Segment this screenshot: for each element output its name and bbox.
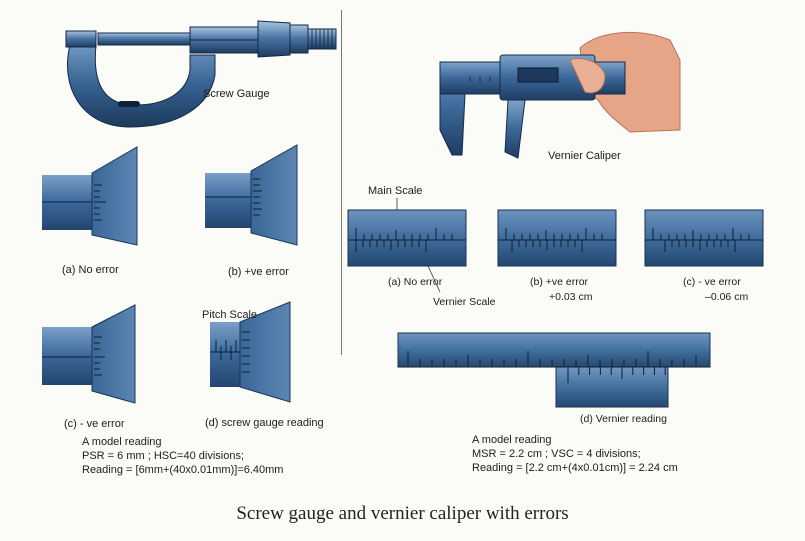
vernier-reading-line2: Reading = [2.2 cm+(4x0.01cm)] = 2.24 cm xyxy=(472,462,678,474)
vernier-panel-d-label: (d) Vernier reading xyxy=(580,413,667,425)
vernier-scale-label: Vernier Scale xyxy=(433,296,496,308)
screw-reading-line1: PSR = 6 mm ; HSC=40 divisions; xyxy=(82,450,245,462)
screw-gauge-model-reading: A model reading PSR = 6 mm ; HSC=40 divi… xyxy=(82,435,283,477)
vernier-panel-d xyxy=(397,332,711,408)
screw-gauge-illustration xyxy=(65,20,337,128)
hand-graphic xyxy=(579,31,681,133)
screw-panel-a-label: (a) No error xyxy=(62,264,119,276)
vernier-model-reading: A model reading MSR = 2.2 cm ; VSC = 4 d… xyxy=(472,433,678,475)
screw-reading-heading: A model reading xyxy=(82,436,162,448)
vernier-panel-a xyxy=(347,209,467,267)
vernier-panel-c xyxy=(644,209,764,267)
screw-gauge-title: Screw Gauge xyxy=(203,88,270,100)
screw-panel-c-label: (c) - ve error xyxy=(64,418,125,430)
vernier-panel-c-value: –0.06 cm xyxy=(705,291,749,303)
screw-panel-a xyxy=(42,146,138,246)
vernier-panel-b-label: (b) +ve error xyxy=(530,276,589,288)
screw-panel-b xyxy=(205,144,298,246)
vernier-panel-b xyxy=(497,209,617,267)
vernier-reading-line1: MSR = 2.2 cm ; VSC = 4 divisions; xyxy=(472,448,641,460)
vernier-reading-heading: A model reading xyxy=(472,434,552,446)
vernier-caliper-title: Vernier Caliper xyxy=(548,150,621,162)
screw-reading-line2: Reading = [6mm+(40x0.01mm)]=6.40mm xyxy=(82,464,284,476)
vernier-panel-b-value: +0.03 cm xyxy=(549,291,593,303)
vernier-caliper-illustration xyxy=(439,31,681,159)
screw-panel-d-label: (d) screw gauge reading xyxy=(205,417,324,429)
panel-divider xyxy=(341,10,342,355)
screw-panel-d xyxy=(210,301,291,403)
pitch-scale-label: Pitch Scale xyxy=(202,309,258,321)
vernier-panel-c-label: (c) - ve error xyxy=(683,276,741,288)
vernier-panel-a-label: (a) No error xyxy=(388,276,443,288)
figure-caption: Screw gauge and vernier caliper with err… xyxy=(236,503,569,524)
screw-panel-c xyxy=(42,304,136,404)
vernier-scale-pointer xyxy=(427,265,441,293)
main-scale-label: Main Scale xyxy=(368,185,423,197)
screw-panel-b-label: (b) +ve error xyxy=(228,266,289,278)
